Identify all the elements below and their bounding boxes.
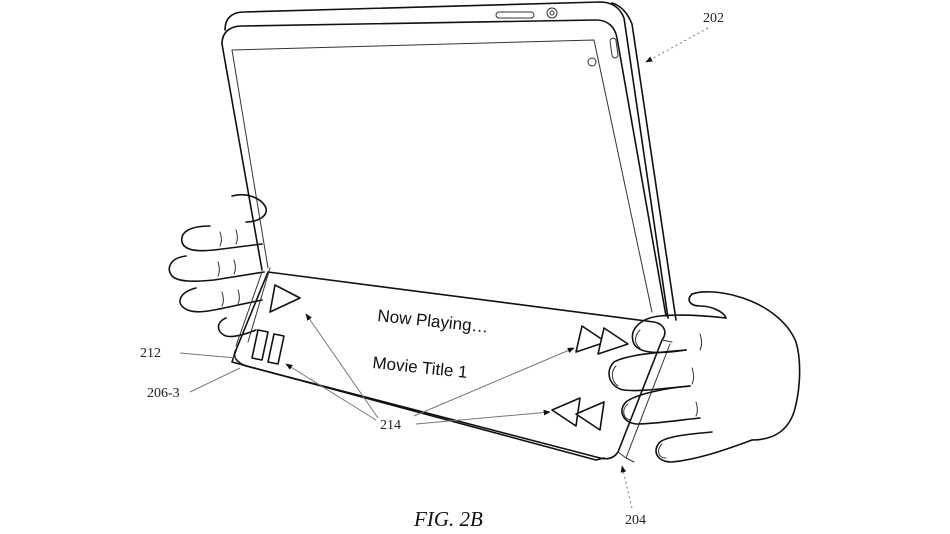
cover-screen: Now Playing… Movie Title 1 — [251, 284, 629, 431]
left-hand — [168, 193, 268, 338]
fast-forward-icon[interactable] — [575, 325, 629, 355]
label-202: 202 — [703, 11, 724, 26]
camera-lens — [546, 7, 558, 19]
rewind-icon[interactable] — [551, 397, 605, 431]
now-playing-text: Now Playing… — [377, 306, 490, 337]
side-button — [609, 37, 619, 59]
sensor-dot — [587, 57, 597, 67]
label-212: 212 — [140, 346, 161, 361]
label-206-3: 206-3 — [147, 386, 180, 401]
play-icon[interactable] — [269, 284, 301, 313]
label-214: 214 — [380, 418, 401, 433]
tablet-device — [221, 1, 677, 321]
camera-lens-inner — [549, 10, 555, 16]
figure-caption: FIG. 2B — [413, 507, 483, 531]
speaker-slot — [495, 11, 535, 19]
label-204: 204 — [625, 513, 646, 528]
pause-icon[interactable] — [251, 329, 285, 365]
right-hand — [608, 291, 801, 463]
reference-annotations: 202 212 206-3 214 204 — [140, 11, 724, 528]
movie-title-text: Movie Title 1 — [372, 353, 469, 382]
